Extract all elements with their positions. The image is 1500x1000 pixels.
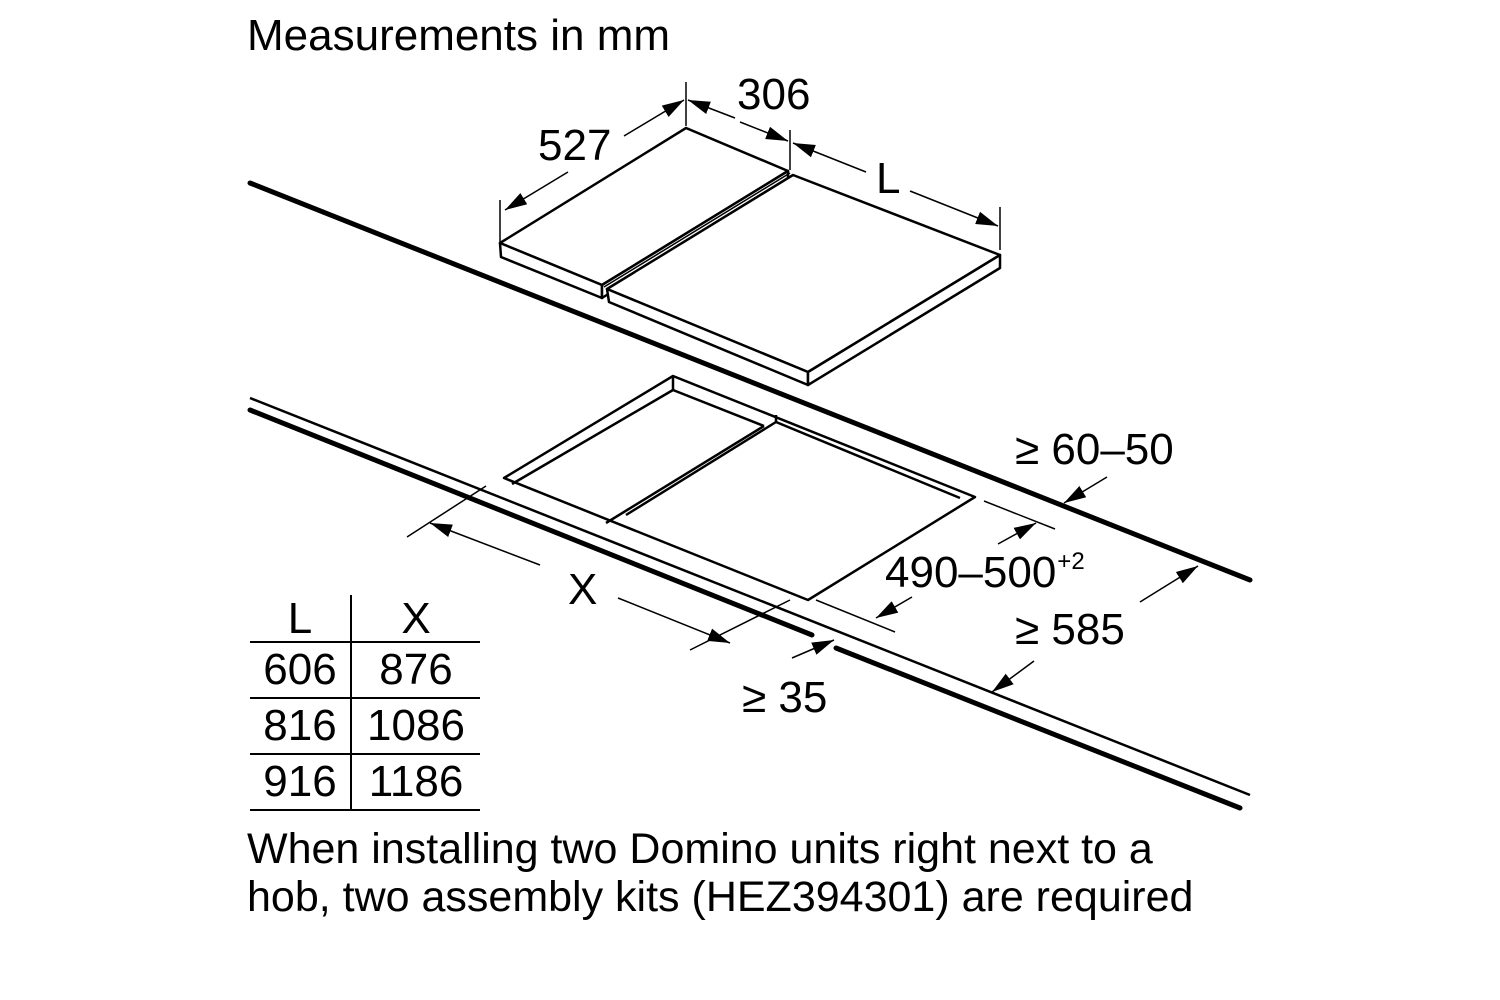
table-row: 916 1186 bbox=[250, 753, 480, 811]
cutout-depth-value: 490–500 bbox=[885, 548, 1057, 597]
dimension-worktop-depth bbox=[991, 565, 1199, 693]
table-header-row: L X bbox=[250, 595, 480, 642]
table-cell-X: 1086 bbox=[351, 697, 480, 754]
label-depth-527: 527 bbox=[538, 121, 612, 170]
table-cell-L: 916 bbox=[250, 753, 352, 811]
label-rear-clearance: ≥ 60–50 bbox=[1015, 425, 1174, 474]
label-front-clearance: ≥ 35 bbox=[742, 673, 828, 722]
label-cutout-depth: 490–500+2 bbox=[885, 550, 1085, 595]
table-header-L: L bbox=[250, 595, 352, 642]
table-cell-L: 816 bbox=[250, 697, 352, 754]
label-worktop-depth: ≥ 585 bbox=[1015, 605, 1125, 654]
page-title: Measurements in mm bbox=[247, 11, 671, 60]
label-cutout-X: X bbox=[568, 565, 598, 614]
dimension-rear-clearance bbox=[1063, 476, 1108, 504]
dimension-490-500 bbox=[815, 500, 1056, 633]
table-row: 816 1086 bbox=[250, 697, 480, 754]
cutout-depth-tolerance: +2 bbox=[1057, 548, 1085, 575]
table-cell-X: 1186 bbox=[351, 753, 480, 811]
worktop-back-edge bbox=[247, 180, 1253, 583]
label-width-306: 306 bbox=[737, 70, 811, 119]
table-cell-X: 876 bbox=[351, 641, 480, 698]
dimension-front-clearance bbox=[791, 639, 835, 659]
dimension-306 bbox=[687, 99, 791, 170]
label-length-L: L bbox=[876, 154, 901, 203]
worktop-cutout bbox=[502, 374, 977, 602]
hob-unit bbox=[603, 172, 1002, 387]
worktop-front-edge bbox=[247, 396, 1251, 811]
installation-note: When installing two Domino units right n… bbox=[247, 825, 1194, 921]
table-row: 606 876 bbox=[250, 641, 480, 698]
dimension-X bbox=[406, 485, 791, 651]
dimension-L bbox=[792, 142, 1001, 250]
table-cell-L: 606 bbox=[250, 641, 352, 698]
dimension-527 bbox=[499, 82, 687, 243]
table-header-X: X bbox=[401, 594, 431, 643]
dimension-table: L X 606 876 816 1086 916 1186 bbox=[250, 595, 480, 811]
